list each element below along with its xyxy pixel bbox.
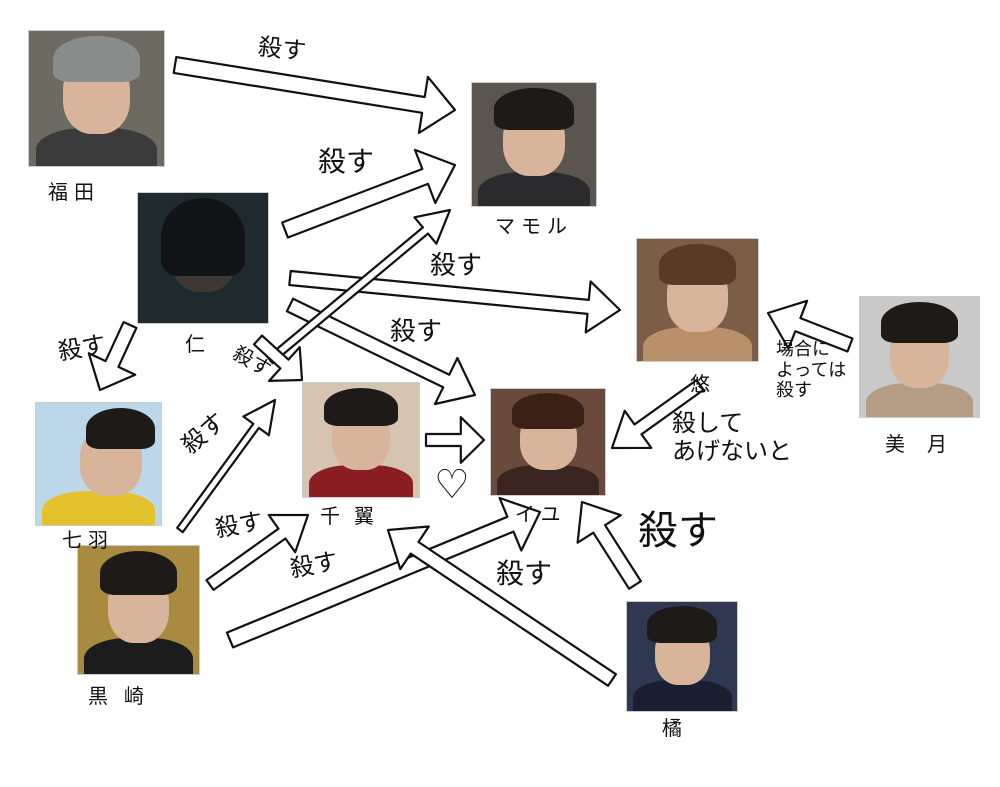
arrow-jin-mamoru — [281, 148, 457, 239]
photo-iyu — [490, 388, 606, 496]
photo-tachibana — [626, 601, 738, 712]
name-tachibana: 橘 — [662, 716, 688, 740]
photo-haruka — [636, 238, 759, 362]
label-line: 殺して — [672, 409, 744, 437]
arrow-kurosaki-chihiro — [205, 513, 310, 592]
name-kurosaki: 黒崎 — [88, 684, 160, 708]
arrow-tachibana-iyu — [576, 500, 643, 590]
name-iyu: イユ — [515, 502, 567, 526]
name-mizuki: 美月 — [885, 432, 969, 456]
arrow-jin-nanaha — [87, 321, 138, 392]
label-jin-haruka: 殺す — [430, 251, 483, 281]
arrow-jin-iyu — [285, 297, 477, 406]
arrow-jin-mamoru-thin — [266, 208, 452, 365]
photo-mamoru — [471, 82, 597, 207]
label-haruka-iyu: 殺して あげないと — [672, 409, 792, 465]
arrow-haruka-iyu — [610, 379, 705, 450]
arrow-jin-chihiro — [252, 334, 304, 382]
arrow-jin-haruka — [288, 269, 622, 334]
name-nanaha: 七羽 — [62, 528, 114, 552]
label-jin-mamoru: 殺す — [318, 145, 375, 178]
photo-jin — [137, 192, 269, 324]
name-jin: 仁 — [185, 332, 211, 356]
arrow-chihiro-iyu — [424, 416, 486, 464]
photo-mizuki — [859, 296, 980, 418]
label-jin-iyu: 殺す — [390, 317, 443, 347]
photo-fukuda — [28, 30, 165, 167]
arrow-mizuki-haruka — [766, 299, 854, 353]
label-line: 殺す — [776, 380, 812, 402]
photo-chihiro — [302, 382, 420, 498]
name-mamoru: マモル — [495, 214, 573, 238]
label-fukuda-mamoru: 殺す — [256, 32, 308, 66]
name-fukuda: 福田 — [48, 180, 100, 204]
photo-kurosaki — [77, 545, 200, 675]
label-line: あげないと — [672, 436, 792, 465]
arrow-kurosaki-jin — [176, 398, 277, 534]
arrow-tachibana-chihiro — [386, 525, 618, 687]
heart-icon: ♡ — [434, 462, 470, 508]
label-mizuki-haruka: 場合に よっては 殺す — [776, 339, 847, 402]
arrow-fukuda-mamoru — [172, 55, 457, 135]
arrow-kurosaki-iyu — [225, 496, 542, 649]
name-haruka: 悠 — [690, 372, 716, 396]
label-tachibana-chihiro: 殺す — [496, 557, 553, 590]
label-tachibana-iyu: 殺す — [638, 508, 718, 554]
photo-nanaha — [35, 402, 162, 526]
name-chihiro: 千翼 — [320, 504, 388, 528]
label-line: 場合に — [776, 339, 830, 360]
label-line: よっては — [776, 359, 847, 381]
